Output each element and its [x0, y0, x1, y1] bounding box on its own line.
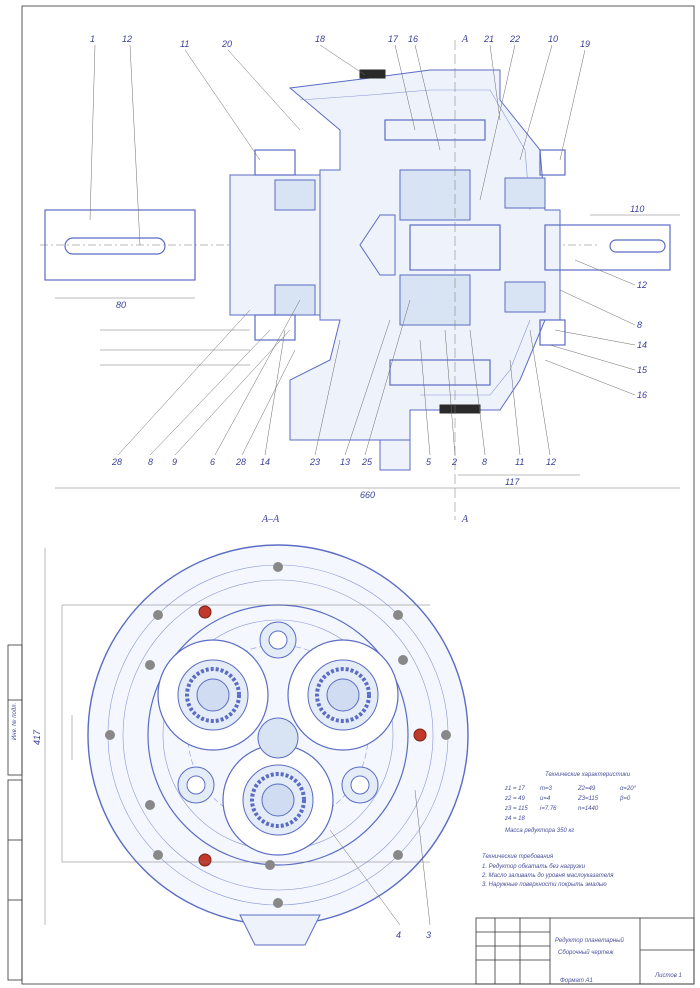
leader-label: 11: [515, 457, 524, 467]
side-stamp: Инв. № подл.: [7, 644, 23, 981]
leader-label: z1 = 17: [504, 786, 526, 792]
leader-label: 28: [111, 457, 122, 467]
leader-label: 12: [546, 457, 556, 467]
leader-label: z4 = 18: [504, 816, 526, 822]
right-labels: 12 8 14 15 16: [544, 259, 648, 400]
leader-label: 1. Редуктор обкатать без нагрузки: [482, 864, 586, 870]
title-name-2: Сборочный чертеж: [558, 949, 614, 956]
leader-label: 3: [426, 930, 431, 940]
leader-label: 12: [637, 280, 647, 290]
leader-label: 2: [451, 457, 457, 467]
leader-label: n=1440: [578, 806, 599, 812]
leader-label: 15: [637, 365, 648, 375]
leader-label: β=0: [619, 796, 631, 802]
leader-label: 4: [396, 930, 401, 940]
dim-right: 117: [505, 477, 520, 487]
top-labels: 1 12 11 20 18 17 16 21 22 10 19: [90, 34, 590, 49]
title-block: Редуктор планетарный Сборочный чертеж Ли…: [475, 917, 695, 985]
leader-label: Z3=115: [577, 796, 599, 802]
title-sheet: Листов 1: [654, 973, 682, 979]
section-mark-bottom: А: [461, 514, 469, 525]
dowel-pin-1: [198, 605, 212, 619]
leader-label: 11: [180, 39, 189, 49]
drawing-frame: [21, 5, 695, 985]
right-bearing: [504, 177, 546, 209]
flange-tab: [239, 914, 321, 946]
bottom-labels: 28 8 9 6 28 14 23 13 25 5 2 8 11 12: [111, 457, 556, 467]
dowel-pin-3: [198, 853, 212, 867]
dim-shaft-right: 110: [630, 204, 644, 214]
leader-label: 13: [340, 457, 350, 467]
ring-gear-upper: [384, 119, 486, 141]
top-leaders: [89, 44, 586, 246]
leader-label: 8: [637, 320, 642, 330]
leader-label: 2. Масло заливать до уровня маслоуказате…: [481, 873, 614, 879]
side-stamp-text: Инв. № подл.: [11, 703, 18, 740]
sun-gear-center: [257, 717, 299, 759]
technical-notes: Технические требования 1. Редуктор обкат…: [481, 854, 614, 888]
output-shaft: [544, 224, 671, 271]
leader-label: Z2=49: [577, 786, 596, 792]
leader-label: 8: [148, 457, 153, 467]
title-name-1: Редуктор планетарный: [555, 937, 625, 944]
leader-label: 20: [221, 39, 232, 49]
carrier-cone: [359, 214, 396, 276]
leader-label: 16: [408, 34, 418, 44]
bottom-leaders: [117, 299, 551, 456]
planet-gear-3: [222, 744, 334, 856]
dim-shaft-left: 80: [116, 300, 126, 310]
leader-label: 1: [90, 34, 95, 44]
section-mark-top: А: [461, 34, 469, 45]
leader-label: 5: [426, 457, 432, 467]
leader-label: 3. Наружные поверхности покрыть эмалью: [482, 882, 607, 888]
leader-label: 23: [309, 457, 320, 467]
leader-label: 14: [260, 457, 270, 467]
longitudinal-section: 80 660 117 110 А А 1 12: [40, 34, 680, 525]
leader-label: 28: [235, 457, 246, 467]
leader-label: 14: [637, 340, 647, 350]
planet-gear-upper: [399, 169, 471, 221]
leader-label: m=3: [540, 786, 553, 792]
left-bearing: [274, 179, 316, 211]
notes-title: Технические требования: [482, 854, 554, 860]
leader-label: 8: [482, 457, 487, 467]
leader-label: 25: [361, 457, 373, 467]
title-format: Формат А1: [560, 978, 593, 984]
leader-label: α=20°: [620, 786, 637, 792]
spec-title: Технические характеристики: [545, 772, 631, 778]
leader-label: z3 = 115: [504, 806, 528, 812]
leader-label: 9: [172, 457, 177, 467]
planet-gear-1: [157, 639, 269, 751]
leader-label: 18: [315, 34, 325, 44]
spec-footer: Масса редуктора 350 кг: [505, 828, 574, 834]
leader-label: 22: [509, 34, 520, 44]
leader-label: u=4: [540, 796, 551, 802]
leader-label: 19: [580, 39, 590, 49]
leader-label: 16: [637, 390, 647, 400]
cross-section-a-a: 417 4 3: [32, 544, 469, 946]
leader-label: 10: [548, 34, 558, 44]
gearbox-housing: [288, 69, 561, 441]
spec-table: Технические характеристики z1 = 17 m=3 Z…: [504, 772, 637, 834]
dim-vertical: 417: [32, 729, 42, 745]
ring-gear-lower: [389, 359, 491, 386]
leader-label: z2 = 49: [504, 796, 526, 802]
planet-gear-2: [287, 639, 399, 751]
planet-gear-lower: [399, 274, 471, 326]
bolt-holes: [105, 562, 451, 908]
housing-foot: [379, 439, 411, 471]
dim-overall: 660: [360, 490, 375, 500]
keyway: [64, 237, 166, 255]
leader-label: 21: [483, 34, 494, 44]
leader-label: 6: [210, 457, 215, 467]
leader-label: 17: [388, 34, 399, 44]
leader-label: 12: [122, 34, 132, 44]
leader-label: i=7.76: [540, 806, 557, 812]
section-title: А–А: [261, 514, 280, 525]
output-keyway: [609, 239, 666, 253]
dowel-pin-2: [413, 728, 427, 742]
